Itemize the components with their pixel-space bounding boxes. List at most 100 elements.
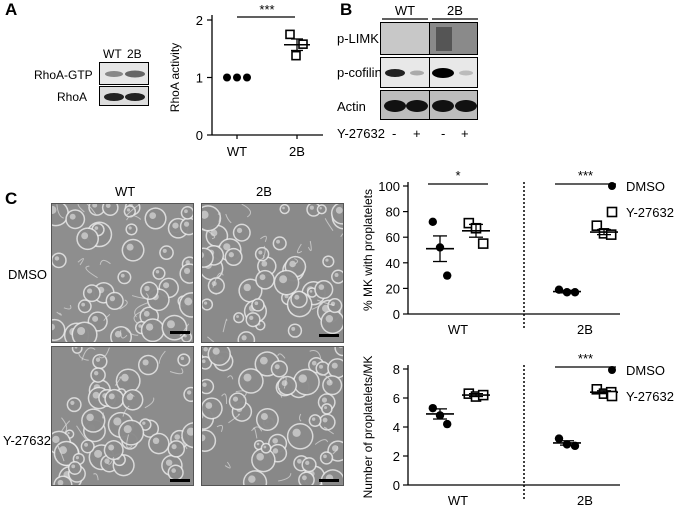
cell-highlight [174, 434, 181, 440]
blot-a-header-wt: WT [103, 47, 122, 61]
cell-highlight [323, 454, 327, 459]
cell-highlight [84, 442, 88, 447]
proplatelet-strand [225, 213, 232, 224]
cell-body [153, 268, 165, 279]
cell-body [82, 440, 94, 452]
cell-highlight [171, 468, 176, 473]
cell-highlight [205, 402, 213, 409]
cell-highlight [236, 227, 243, 234]
cell-body [202, 398, 222, 418]
cell-body [69, 462, 81, 474]
cell-highlight [71, 464, 76, 469]
cell-highlight [276, 239, 280, 244]
cell-highlight [203, 347, 208, 352]
blot-actin [380, 90, 478, 120]
cell-highlight [294, 294, 300, 300]
tick-label-y: 80 [386, 205, 400, 220]
cell-highlight [105, 204, 111, 208]
data-point-2b [291, 50, 301, 61]
cell-highlight [143, 310, 150, 317]
proplatelet-strand [260, 235, 267, 242]
cell-body [320, 415, 335, 430]
micro-col-label-2b: 2B [256, 184, 272, 199]
proplatelet-strand [298, 413, 302, 422]
proplatelet-strand [314, 439, 329, 445]
cell-body [182, 207, 193, 219]
cell-highlight [279, 275, 288, 284]
cell-body [294, 370, 319, 395]
proplatelet-strand [120, 330, 128, 339]
cell-highlight [223, 243, 231, 251]
cell-body [274, 237, 286, 249]
tick-label-y: 40 [386, 256, 400, 271]
proplatelet-strand [85, 265, 98, 279]
proplatelet-strand [222, 318, 228, 333]
cell-highlight [311, 417, 316, 421]
cell-highlight [121, 373, 129, 382]
micro-row-label-dmso: DMSO [8, 267, 47, 282]
data-point-wt [233, 73, 241, 82]
cell-highlight [142, 421, 146, 425]
blot-b-row-plimk: p-LIMK [337, 31, 379, 46]
cell-highlight [52, 323, 55, 331]
micrograph-wt-y27632 [51, 346, 194, 486]
panel-letter-c: C [5, 189, 18, 208]
blot-b-row-pcofilin: p-cofilin [337, 65, 382, 80]
tick-label-y: 8 [393, 362, 400, 377]
cell-body [328, 299, 341, 312]
cell-body [230, 393, 246, 409]
proplatelet-strand [81, 347, 96, 361]
proplatelet-strand [278, 473, 292, 482]
cell-body [52, 320, 65, 340]
cell-body [322, 404, 332, 414]
axis-label-y: RhoA activity [168, 43, 182, 112]
cell-highlight [334, 272, 339, 277]
cell-highlight [109, 295, 116, 302]
cell-highlight [324, 406, 328, 410]
proplatelet-strand [180, 437, 188, 450]
scale-bar [170, 331, 190, 334]
cell-body [278, 377, 296, 395]
proplatelet-strand [86, 204, 97, 216]
cell-highlight [232, 396, 239, 402]
tick-label-y: 60 [386, 230, 400, 245]
proplatelet-strand [77, 258, 84, 266]
proplatelet-strand [61, 417, 68, 433]
data-point-wt [243, 73, 251, 82]
cell-body [141, 283, 158, 299]
cell-highlight [114, 330, 122, 338]
proplatelet-strand [224, 461, 231, 469]
cell-highlight [311, 360, 317, 366]
cell-body [302, 458, 316, 471]
cell-body [332, 270, 343, 283]
cell-highlight [57, 479, 64, 485]
proplatelet-strand [202, 227, 216, 240]
cell-highlight [184, 209, 188, 214]
cell-highlight [108, 393, 115, 400]
legend-label-dmso: DMSO [626, 363, 665, 378]
cell-body [123, 390, 142, 410]
proplatelet-strand [278, 387, 283, 398]
cell-body [118, 271, 130, 283]
proplatelet-strand [106, 457, 115, 465]
cell-body [149, 434, 169, 453]
cell-highlight [298, 374, 307, 383]
proplatelet-strand [131, 293, 149, 299]
cell-body [52, 253, 66, 267]
proplatelet-strand [221, 393, 228, 404]
tick-label-x: 2B [577, 493, 593, 508]
cell-highlight [94, 226, 99, 230]
cell-highlight [92, 391, 100, 399]
cell-highlight [70, 400, 75, 405]
tick-label-x: WT [448, 493, 468, 508]
cell-highlight [331, 362, 338, 369]
cell-highlight [261, 260, 268, 267]
proplatelet-strand [169, 368, 184, 375]
proplatelet-strand [158, 350, 166, 364]
cell-highlight [123, 425, 132, 434]
treatment-mark-3: - [441, 126, 446, 141]
cell-highlight [81, 302, 86, 307]
